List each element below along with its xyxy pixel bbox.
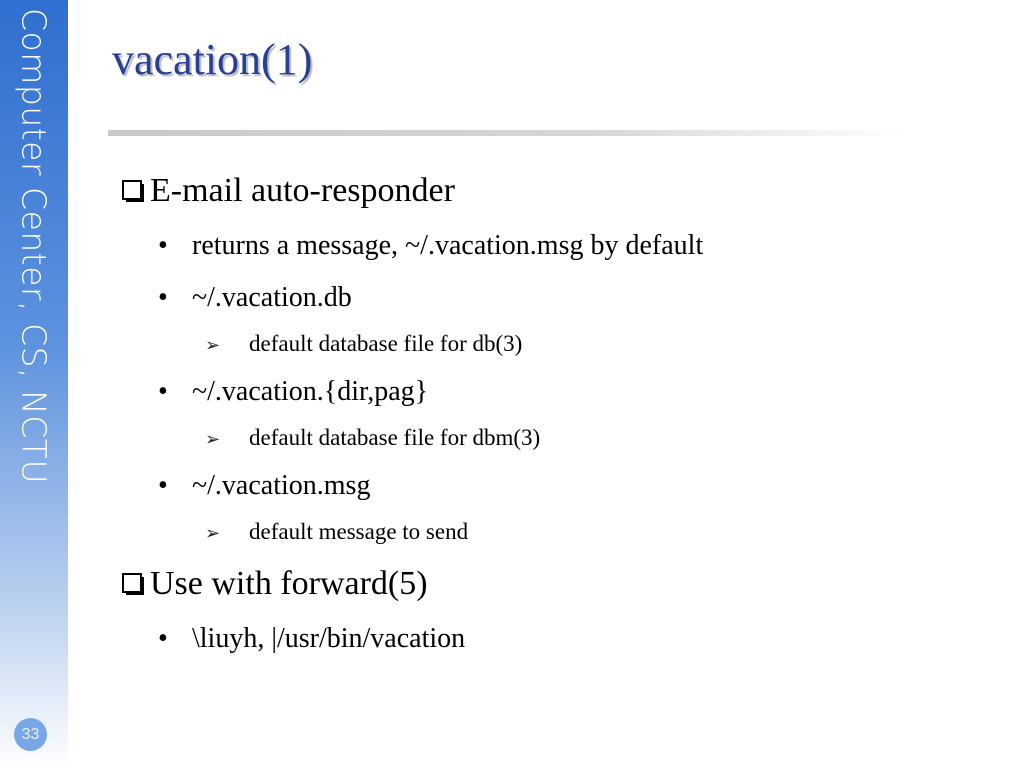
arrow-bullet-icon: ➢ [205,335,221,356]
sub-list-item: ➢ default database file for db(3) [205,331,522,357]
section-heading-text: E-mail auto-responder [150,172,455,209]
checkbox-bullet-icon [122,180,144,202]
list-item: • ~/.vacation.{dir,pag} [158,376,428,408]
sub-list-item: ➢ default message to send [205,519,468,545]
bullet-icon: • [158,470,168,501]
bullet-icon: • [158,230,168,261]
list-item: • ~/.vacation.db [158,282,352,314]
sidebar-band: Computer Center, CS, NCTU 33 [0,0,68,768]
page-number-badge: 33 [14,718,47,751]
bullet-icon: • [158,282,168,313]
list-item: • \liuyh, |/usr/bin/vacation [158,623,465,655]
sub-list-item-text: default database file for db(3) [249,331,523,356]
sidebar-label: Computer Center, CS, NCTU [14,8,54,485]
sub-list-item-text: default database file for dbm(3) [249,425,541,450]
list-item-text: \liuyh, |/usr/bin/vacation [192,623,466,654]
checkbox-bullet-icon [122,573,144,595]
section-heading-forward: Use with forward(5) [122,565,428,603]
list-item: • returns a message, ~/.vacation.msg by d… [158,230,703,262]
slide-title: vacation(1) [112,35,313,84]
list-item-text: ~/.vacation.msg [192,470,371,501]
list-item-text: ~/.vacation.db [192,282,352,313]
sub-list-item-text: default message to send [249,519,469,544]
section-heading-autoresponder: E-mail auto-responder [122,172,455,210]
bullet-icon: • [158,376,168,407]
list-item-text: ~/.vacation.{dir,pag} [192,376,429,407]
arrow-bullet-icon: ➢ [205,523,221,544]
section-heading-text: Use with forward(5) [150,565,428,602]
list-item-text: returns a message, ~/.vacation.msg by de… [192,230,704,261]
arrow-bullet-icon: ➢ [205,429,221,450]
bullet-icon: • [158,623,168,654]
list-item: • ~/.vacation.msg [158,470,370,502]
title-divider [108,130,908,136]
sub-list-item: ➢ default database file for dbm(3) [205,425,540,451]
